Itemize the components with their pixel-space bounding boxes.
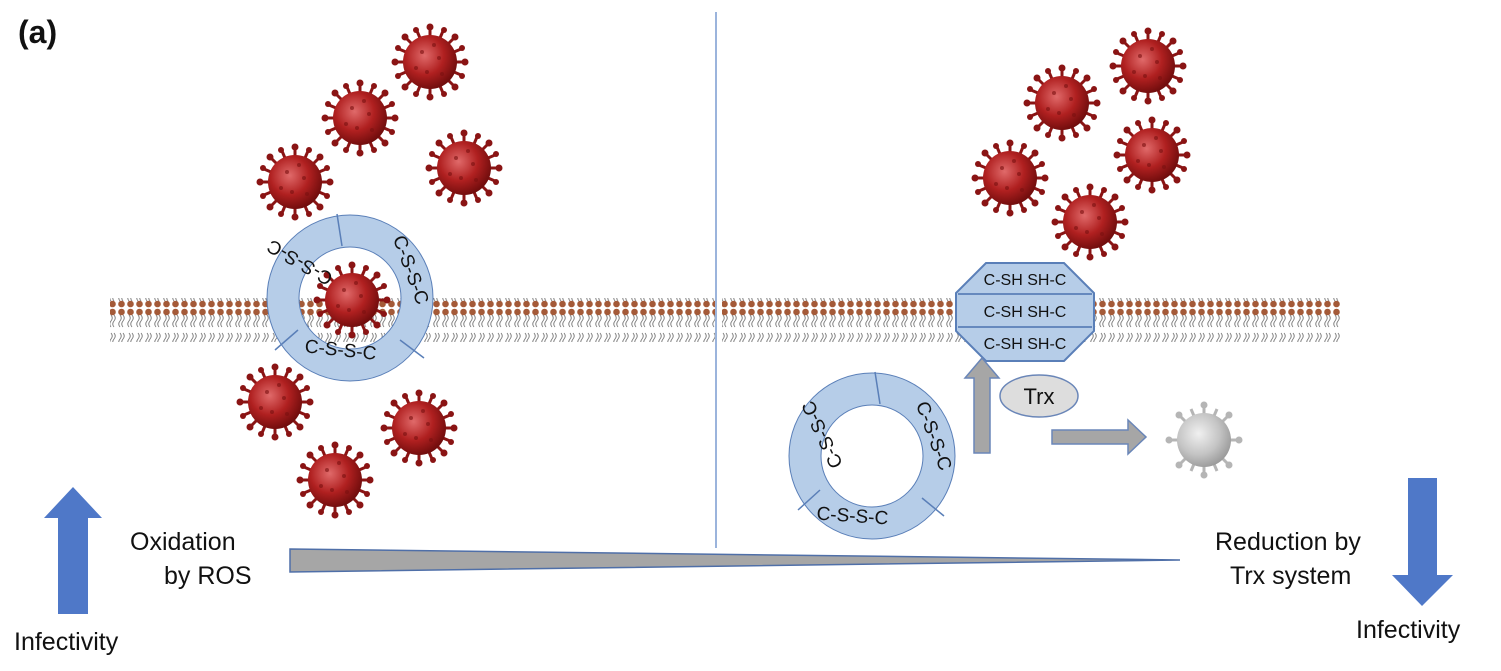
reduction-caption-line1: Reduction by: [1215, 528, 1361, 556]
disulfide-label-bottom-r: C-S-S-C: [816, 504, 889, 530]
virus: [255, 142, 335, 222]
trx-bubble: [999, 374, 1079, 418]
thiol-label-1: C-SH SH-C: [984, 272, 1067, 289]
oxidation-caption-line1: Oxidation: [130, 528, 236, 556]
infectivity-down-arrow: [1392, 478, 1453, 606]
reduction-up-arrow: [963, 356, 1001, 454]
virus: [320, 78, 400, 158]
trx-label: Trx: [1024, 384, 1055, 409]
inactive-virus: [1164, 400, 1244, 480]
infectivity-up-arrow: [44, 487, 102, 614]
infectivity-label-left: Infectivity: [14, 628, 119, 656]
virus: [295, 440, 375, 520]
virus: [1050, 182, 1130, 262]
virus: [424, 128, 504, 208]
virus: [1022, 63, 1102, 143]
thiol-label-2: C-SH SH-C: [984, 304, 1067, 321]
reduction-caption-line2: Trx system: [1230, 562, 1352, 590]
virus: [1108, 26, 1188, 106]
thiol-label-3: C-SH SH-C: [984, 336, 1067, 353]
reduced-receptor: [955, 262, 1095, 362]
panel-label: (a): [18, 14, 58, 50]
inactivation-arrow: [1051, 418, 1148, 456]
oxidized-receptor-ring: [266, 213, 434, 382]
redox-gradient-wedge: [289, 548, 1181, 573]
virus: [235, 362, 315, 442]
free-receptor-ring: [788, 371, 956, 540]
virus: [379, 388, 459, 468]
infectivity-label-right: Infectivity: [1356, 616, 1461, 644]
virus: [1112, 115, 1192, 195]
oxidation-caption-line2: by ROS: [164, 562, 252, 590]
virus: [390, 22, 470, 102]
virus: [970, 138, 1050, 218]
